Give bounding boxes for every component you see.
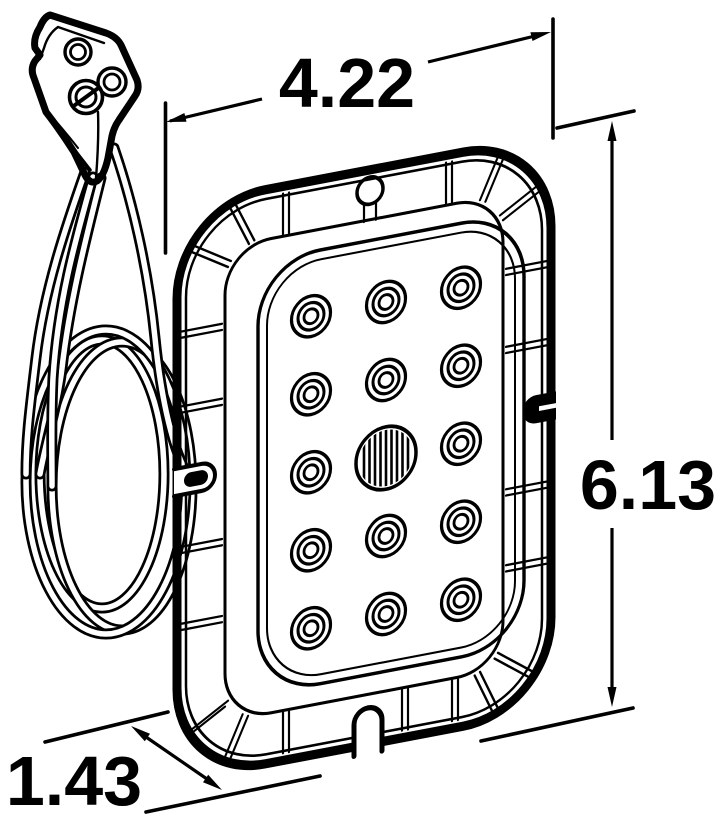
arrowhead (203, 774, 222, 790)
led (289, 293, 333, 339)
dimension-width: 4.22 (163, 17, 555, 255)
arrowhead (131, 726, 150, 742)
arrowhead (607, 687, 617, 707)
led (439, 421, 483, 467)
led (289, 371, 333, 417)
connector-pin-hole-slotted (67, 78, 105, 116)
arrowhead (166, 113, 187, 122)
connector-edge-hatch (46, 114, 92, 172)
led (364, 591, 408, 637)
connector-plug (28, 11, 142, 186)
arrowhead (530, 32, 551, 41)
mounting-hole-stem (362, 200, 378, 224)
extension-line (43, 710, 170, 744)
dimension-width-label: 4.22 (279, 44, 415, 122)
dimension-height: 6.13 (479, 109, 716, 743)
wire-harness (20, 142, 198, 640)
flange-corner-ribs (186, 155, 542, 762)
led (439, 577, 483, 623)
led (364, 513, 408, 559)
dimension-line (145, 735, 208, 781)
lens-bevel (266, 230, 516, 677)
mounting-slot-left (172, 461, 217, 499)
led (364, 357, 408, 403)
center-hatch-circle (354, 424, 418, 492)
led-array (289, 265, 483, 651)
lamp-assembly (172, 145, 556, 771)
dimension-depth: 1.43 (6, 710, 322, 820)
extension-line (555, 109, 636, 130)
mounting-hole (355, 175, 385, 207)
mounting-notch-bottom (351, 705, 385, 759)
dimension-height-label: 6.13 (580, 446, 716, 524)
extension-line (144, 774, 322, 814)
connector-pin-hole (96, 66, 128, 98)
connector-face-line (45, 109, 79, 149)
connector-crease (94, 110, 100, 180)
led (364, 279, 408, 325)
connector-inner-edge (38, 25, 106, 61)
connector-pin-slot (73, 87, 99, 107)
flange-ribs (179, 160, 549, 755)
connector-pin-hole (63, 37, 93, 67)
led (289, 605, 333, 651)
dimension-depth-label: 1.43 (6, 742, 142, 820)
led (289, 527, 333, 573)
led (439, 499, 483, 545)
connector-body (28, 11, 142, 186)
led (289, 449, 333, 495)
led (439, 343, 483, 389)
extension-line (479, 706, 635, 743)
lamp-lens (256, 220, 526, 687)
mounting-slot-right-gap (539, 403, 556, 411)
led (439, 265, 483, 311)
arrowhead (607, 121, 617, 141)
mounting-slot-left-pin (184, 470, 208, 487)
